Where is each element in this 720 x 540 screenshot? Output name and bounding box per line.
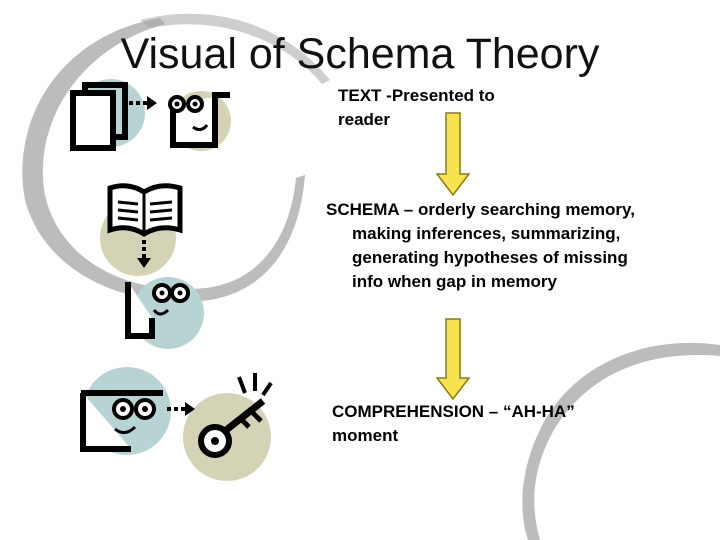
dotted-arrow-icon bbox=[137, 240, 151, 268]
icon-row-3 bbox=[80, 367, 273, 481]
step-text-presented: TEXT -Presented to reader bbox=[338, 86, 495, 129]
icon-row-1 bbox=[70, 79, 231, 151]
thinking-face-icon bbox=[125, 282, 190, 339]
key-icon bbox=[198, 373, 273, 458]
thinking-face-icon bbox=[168, 92, 230, 148]
icon-row-2 bbox=[100, 183, 204, 349]
open-book-icon bbox=[107, 183, 183, 237]
thinking-face-icon bbox=[80, 390, 163, 452]
dotted-arrow-icon bbox=[167, 402, 195, 416]
book-icon bbox=[70, 82, 128, 151]
slide-title: Visual of Schema Theory bbox=[120, 30, 600, 78]
right-swoosh bbox=[522, 342, 720, 540]
step-text-schema: SCHEMA – orderly searching memory, makin… bbox=[326, 200, 635, 291]
down-arrow-2 bbox=[436, 318, 470, 400]
dotted-arrow-icon bbox=[129, 96, 157, 110]
step-text-comprehension: COMPREHENSION – “AH-HA” moment bbox=[332, 402, 575, 445]
down-arrow-1 bbox=[436, 112, 470, 196]
left-swoosh-top bbox=[140, 13, 330, 84]
